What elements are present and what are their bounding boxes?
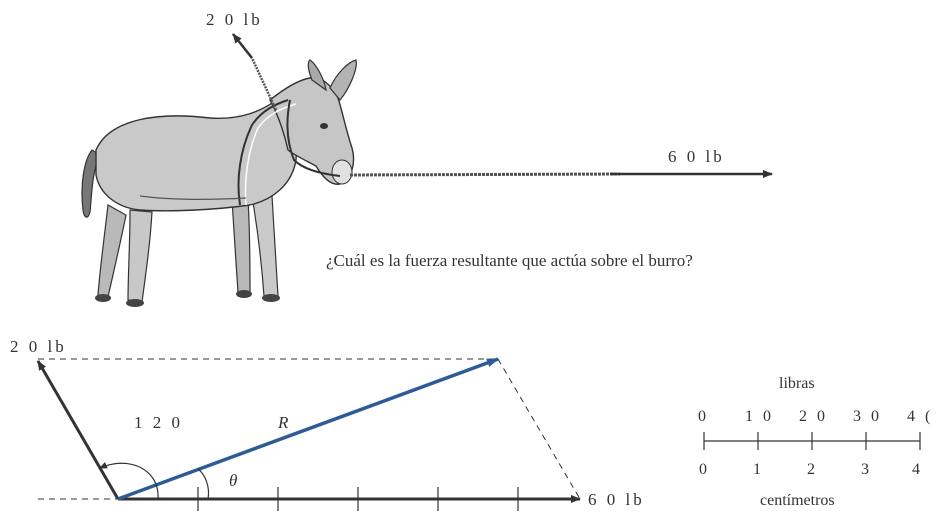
donkey-harness xyxy=(286,99,341,177)
donkey-harness xyxy=(237,99,289,206)
donkey-harness xyxy=(139,195,247,200)
donkey-hoof xyxy=(262,294,280,302)
donkey-hind-leg-back xyxy=(97,204,127,298)
scale-legend: libras 0 1 0 2 0 3 0 4 ( 0 1 2 3 4 centí… xyxy=(698,375,933,509)
rope-up xyxy=(250,57,278,111)
donkey-body xyxy=(95,94,298,212)
force-label-60lb-top: 6 0 lb xyxy=(668,147,725,166)
donkey-eye xyxy=(320,123,328,129)
force-vector-20lb xyxy=(36,360,120,500)
dashed-parallel-side xyxy=(497,358,581,500)
donkey-hind-leg-front xyxy=(127,209,153,303)
scale-pounds-label: 0 xyxy=(698,408,709,425)
donkey-front-leg-back xyxy=(231,199,251,293)
scale-cm-label: 0 xyxy=(699,461,707,478)
donkey-ear xyxy=(329,59,357,101)
force-arrow-20lb-top xyxy=(232,33,253,59)
donkey-ear xyxy=(307,59,327,92)
donkey-hoof xyxy=(126,299,144,307)
theta-label: θ xyxy=(229,471,237,490)
donkey-hoof xyxy=(236,290,252,298)
force-label-20lb-top: 2 0 lb xyxy=(206,10,263,29)
donkey-harness xyxy=(244,103,297,206)
donkey-hoof xyxy=(95,294,111,302)
vector-diagram: 2 0 lb 6 0 lb 1 2 0 R θ xyxy=(10,337,645,511)
scale-cm-label: 1 xyxy=(753,461,761,478)
angle-arc-theta xyxy=(197,468,210,500)
donkey-front-leg-front xyxy=(251,195,279,297)
force-label-60lb: 6 0 lb xyxy=(588,490,645,509)
scale-cm-label: 4 xyxy=(912,461,920,478)
force-label-20lb: 2 0 lb xyxy=(10,337,67,356)
rope-right xyxy=(349,172,621,177)
scale-pounds-label: 4 ( xyxy=(907,408,933,425)
angle-label-120: 1 2 0 xyxy=(134,413,183,432)
scale-title-centimetros: centímetros xyxy=(760,492,835,509)
resultant-vector xyxy=(117,357,499,501)
scale-cm-label: 2 xyxy=(807,461,815,478)
scale-pounds-label: 3 0 xyxy=(853,408,882,425)
angle-arc-120 xyxy=(99,462,159,500)
question-text: ¿Cuál es la fuerza resultante que actúa … xyxy=(326,251,693,270)
resultant-label: R xyxy=(277,413,289,432)
donkey-muzzle xyxy=(331,159,353,185)
scale-pounds-label: 1 0 xyxy=(745,408,774,425)
donkey-illustration xyxy=(81,59,357,307)
scale-pounds-label: 2 0 xyxy=(799,408,828,425)
scale-cm-label: 3 xyxy=(861,461,869,478)
scale-title-libras: libras xyxy=(779,375,815,392)
